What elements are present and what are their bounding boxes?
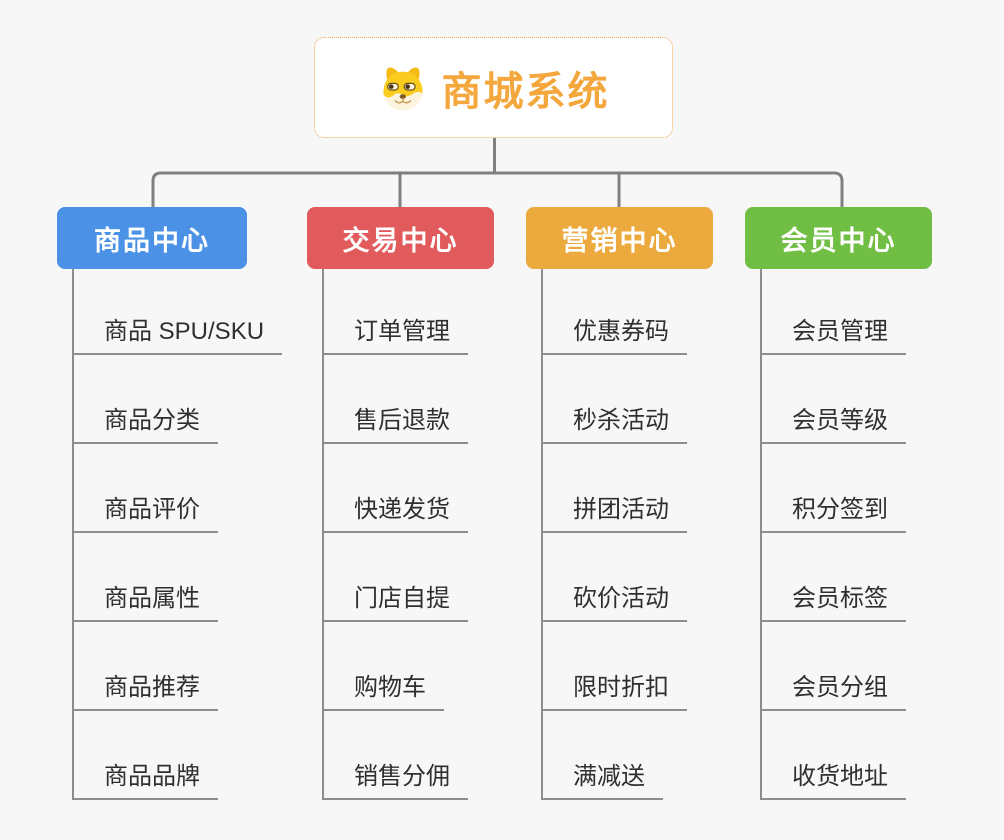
root-node[interactable]: 商城系统	[314, 37, 673, 138]
leaf-node[interactable]: 拼团活动	[543, 496, 687, 533]
leaf-node[interactable]: 商品属性	[74, 585, 218, 622]
branch-leaves: 会员管理 会员等级 积分签到 会员标签 会员分组 收货地址	[760, 269, 932, 800]
leaf-node[interactable]: 商品品牌	[74, 763, 218, 800]
leaf-node[interactable]: 砍价活动	[543, 585, 687, 622]
leaf-node[interactable]: 售后退款	[324, 407, 468, 444]
leaf-node[interactable]: 购物车	[324, 674, 444, 711]
leaf-node[interactable]: 商品 SPU/SKU	[74, 318, 283, 355]
branch-leaves: 订单管理 售后退款 快递发货 门店自提 购物车 销售分佣	[322, 269, 494, 800]
branch-leaves: 优惠券码 秒杀活动 拼团活动 砍价活动 限时折扣 满减送	[541, 269, 713, 800]
leaf-node[interactable]: 会员分组	[762, 674, 906, 711]
branch-leaves: 商品 SPU/SKU 商品分类 商品评价 商品属性 商品推荐 商品品牌	[72, 269, 283, 800]
leaf-node[interactable]: 秒杀活动	[543, 407, 687, 444]
leaf-node[interactable]: 满减送	[543, 763, 663, 800]
branch-head-products[interactable]: 商品中心	[57, 207, 247, 269]
leaf-node[interactable]: 销售分佣	[324, 763, 468, 800]
doge-icon	[382, 66, 423, 111]
branch-head-members[interactable]: 会员中心	[745, 207, 932, 269]
leaf-node[interactable]: 商品推荐	[74, 674, 218, 711]
leaf-node[interactable]: 积分签到	[762, 496, 906, 533]
root-title: 商城系统	[441, 69, 610, 114]
leaf-node[interactable]: 快递发货	[324, 496, 468, 533]
leaf-node[interactable]: 商品评价	[74, 496, 218, 533]
leaf-node[interactable]: 会员标签	[762, 585, 906, 622]
leaf-node[interactable]: 门店自提	[324, 585, 468, 622]
leaf-node[interactable]: 收货地址	[762, 763, 906, 800]
branch-products: 商品中心 商品 SPU/SKU 商品分类 商品评价 商品属性 商品推荐 商品品牌	[57, 207, 283, 800]
leaf-node[interactable]: 会员等级	[762, 407, 906, 444]
leaf-node[interactable]: 限时折扣	[543, 674, 687, 711]
branch-members: 会员中心 会员管理 会员等级 积分签到 会员标签 会员分组 收货地址	[745, 207, 932, 800]
branch-head-marketing[interactable]: 营销中心	[526, 207, 713, 269]
leaf-node[interactable]: 商品分类	[74, 407, 218, 444]
leaf-node[interactable]: 优惠券码	[543, 318, 687, 355]
leaf-node[interactable]: 订单管理	[324, 318, 468, 355]
leaf-node[interactable]: 会员管理	[762, 318, 906, 355]
branch-marketing: 营销中心 优惠券码 秒杀活动 拼团活动 砍价活动 限时折扣 满减送	[526, 207, 713, 800]
branch-head-trade[interactable]: 交易中心	[307, 207, 494, 269]
branch-trade: 交易中心 订单管理 售后退款 快递发货 门店自提 购物车 销售分佣	[307, 207, 494, 800]
